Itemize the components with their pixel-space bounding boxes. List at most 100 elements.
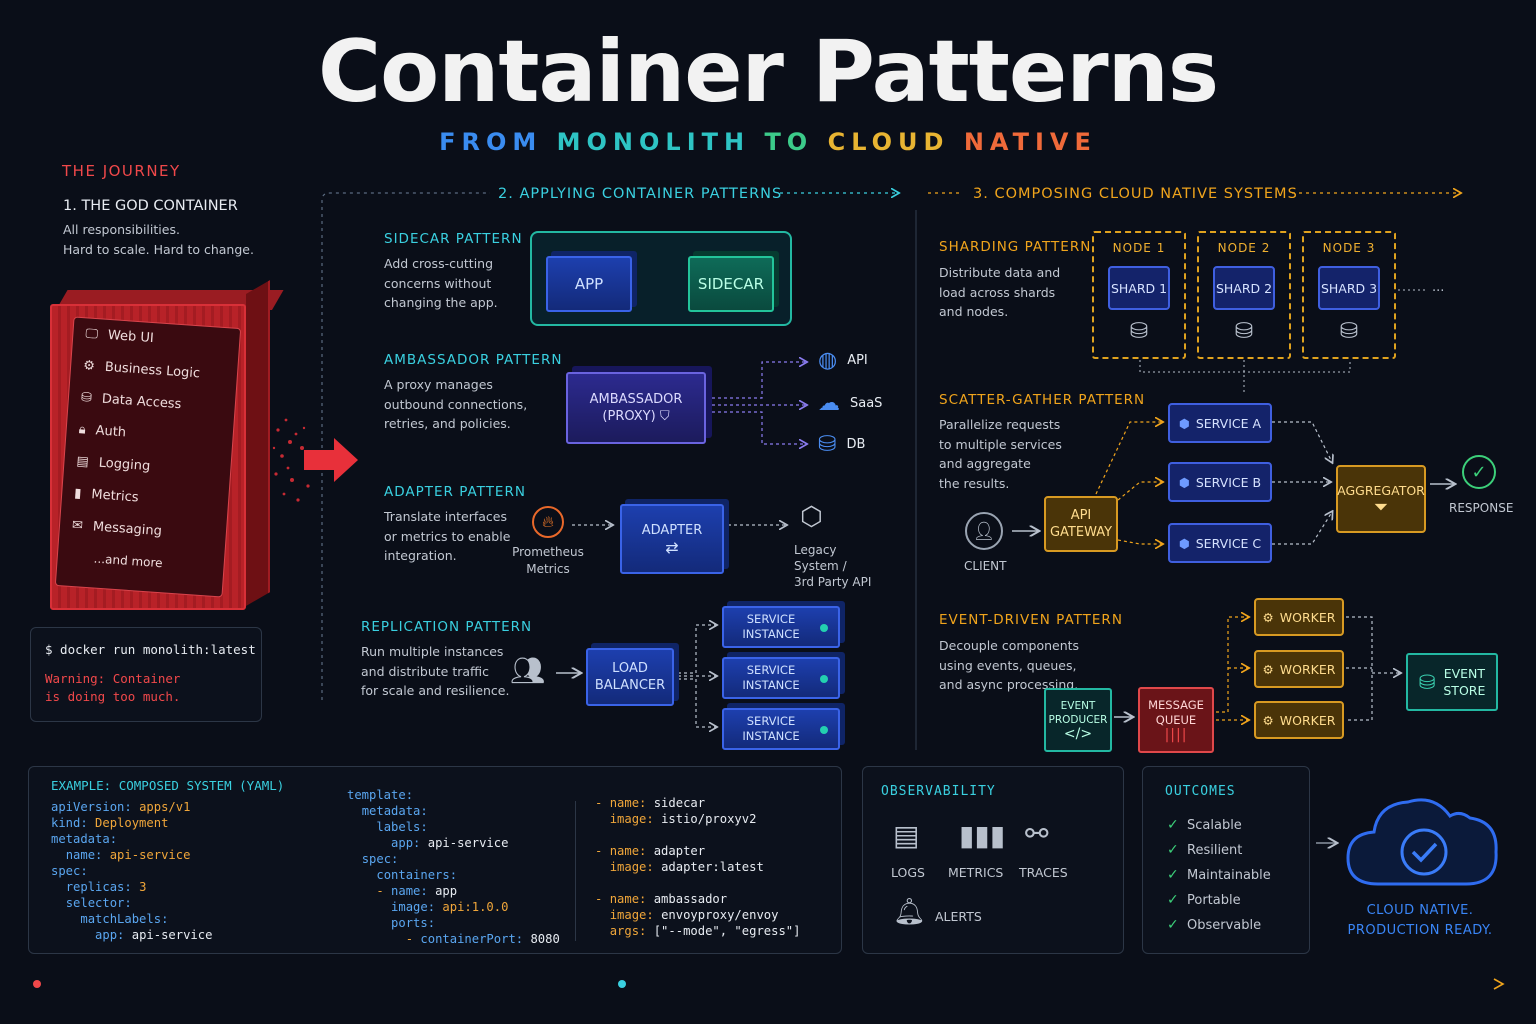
page-subtitle: FROM MONOLITH TO CLOUD NATIVE xyxy=(0,128,1536,156)
box-label: LOAD xyxy=(612,661,648,676)
yaml-block-1: apiVersion: apps/v1 kind: Deployment met… xyxy=(51,800,213,942)
responsibility-item: ▤Logging xyxy=(64,453,231,480)
target-label: API xyxy=(847,353,868,368)
traces-label: TRACES xyxy=(1019,865,1068,880)
desc-line: the results. xyxy=(939,475,1010,491)
box-label: WORKER xyxy=(1279,661,1336,677)
shard-box: SHARD 3 xyxy=(1318,266,1380,310)
shard-box: SHARD 2 xyxy=(1213,266,1275,310)
shard-box: SHARD 1 xyxy=(1108,266,1170,310)
desc-line: or metrics to enable xyxy=(384,528,511,544)
gear-icon: ⚙ xyxy=(1262,609,1274,625)
db-target: ⛁ DB xyxy=(818,432,865,457)
monitor-icon: 🖵 xyxy=(84,326,99,343)
outcome-item: ✓ Portable xyxy=(1167,888,1271,913)
check-icon: ✓ xyxy=(1167,917,1179,933)
monolith-responsibilities: 🖵Web UI ⚙Business Logic ⛁Data Access 🔒︎A… xyxy=(54,316,242,598)
observability-heading: OBSERVABILITY xyxy=(881,784,996,799)
database-icon: ⛁ xyxy=(818,432,837,457)
box-label: GATEWAY xyxy=(1049,525,1113,540)
load-balancer-box: LOAD BALANCER xyxy=(586,648,674,706)
desc-line: load across shards xyxy=(939,284,1056,300)
god-container-desc: All responsibilities. Hard to scale. Har… xyxy=(63,220,254,259)
aggregator-box: AGGREGATOR⏷ xyxy=(1336,465,1426,533)
responsibility-item: ▮Metrics xyxy=(62,485,229,512)
traces-icon: ⚯ xyxy=(1025,817,1049,850)
label-line: Legacy xyxy=(794,543,837,557)
terminal-command: $ docker run monolith:latest xyxy=(45,642,256,657)
label-line: Prometheus xyxy=(512,545,584,559)
monolith-container: 🖵Web UI ⚙Business Logic ⛁Data Access 🔒︎A… xyxy=(50,280,284,612)
check-icon: ✓ xyxy=(1167,892,1179,908)
item-label: Messaging xyxy=(92,519,163,540)
bar-chart-icon: ▮ xyxy=(73,485,82,502)
shield-icon: ⛉ xyxy=(659,409,670,424)
sidecar-title: SIDECAR PATTERN xyxy=(384,231,523,247)
terminal-warning-2: is doing too much. xyxy=(45,689,181,704)
box-label: INSTANCE xyxy=(742,627,800,641)
terminal-panel: $ docker run monolith:latest Warning: Co… xyxy=(30,627,262,722)
check-icon: ✓ xyxy=(1167,842,1179,858)
box-label: STORE xyxy=(1443,683,1486,698)
box-label: SERVICE C xyxy=(1195,535,1262,551)
desc-line: for scale and resilience. xyxy=(361,683,510,698)
box-label: SERVICE B xyxy=(1195,474,1262,490)
item-label: Logging xyxy=(98,455,151,475)
outcome-label: Maintainable xyxy=(1187,868,1271,883)
target-label: DB xyxy=(846,437,866,452)
app-box: APP xyxy=(546,256,632,312)
label-line: System / xyxy=(794,559,847,573)
adapter-box: ADAPTER ⇄ xyxy=(620,504,724,574)
outcome-item: ✓ Scalable xyxy=(1167,813,1271,838)
subtitle-word: MONOLITH xyxy=(556,128,751,156)
desc-line: Add cross-cutting xyxy=(384,256,494,271)
box-label: BALANCER xyxy=(594,678,666,693)
code-icon: </> xyxy=(1063,726,1093,742)
saas-target: ☁SaaS xyxy=(818,391,882,416)
desc-line: A proxy manages xyxy=(384,377,493,392)
service-b-box: ⬢ SERVICE B xyxy=(1168,462,1272,502)
sharding-title: SHARDING PATTERN xyxy=(939,239,1092,255)
node-label: NODE 2 xyxy=(1217,241,1271,255)
outcome-label: Portable xyxy=(1187,893,1241,908)
box-label: API xyxy=(1070,508,1092,523)
database-icon: ⛁ xyxy=(1234,319,1254,344)
section3-heading: 3. COMPOSING CLOUD NATIVE SYSTEMS xyxy=(973,186,1298,202)
worker-box: ⚙WORKER xyxy=(1254,598,1344,636)
database-icon: ⛁ xyxy=(1418,669,1436,694)
item-label: ...and more xyxy=(93,551,164,571)
journey-heading: THE JOURNEY xyxy=(62,162,181,180)
node-box: NODE 3 SHARD 3 ⛁ xyxy=(1302,231,1396,359)
adapter-title: ADAPTER PATTERN xyxy=(384,484,526,500)
outcomes-panel: OUTCOMES ✓ Scalable ✓ Resilient ✓ Mainta… xyxy=(1142,766,1310,954)
gear-icon: ⚙ xyxy=(1262,661,1274,677)
box-label: AMBASSADOR xyxy=(589,392,683,407)
desc-line: All responsibilities. xyxy=(63,222,180,237)
cube-icon: ⬢ xyxy=(1178,474,1190,490)
box-label: (PROXY) xyxy=(602,409,656,424)
box-label: INSTANCE xyxy=(742,729,800,743)
caption-line: PRODUCTION READY. xyxy=(1347,923,1493,938)
worker-box: ⚙ WORKER xyxy=(1254,701,1344,739)
cube-icon: ⬢ xyxy=(1178,535,1190,551)
desc-line: and nodes. xyxy=(939,304,1009,319)
box-label: WORKER xyxy=(1279,712,1336,728)
responsibility-item: ⛁Data Access xyxy=(68,389,235,416)
gear-icon: ⚙ xyxy=(1262,712,1274,728)
check-circle-icon: ✓ xyxy=(1462,455,1496,489)
item-label: Web UI xyxy=(107,327,155,347)
scatter-title: SCATTER-GATHER PATTERN xyxy=(939,392,1146,408)
ambassador-title: AMBASSADOR PATTERN xyxy=(384,352,563,368)
worker-box: ⚙ WORKER xyxy=(1254,650,1344,688)
desc-line: changing the app. xyxy=(384,295,498,310)
event-title: EVENT-DRIVEN PATTERN xyxy=(939,612,1123,628)
label-line: Metrics xyxy=(526,562,570,576)
yaml-block-3: - name: sidecar image: istio/proxyv2 - n… xyxy=(595,796,801,938)
